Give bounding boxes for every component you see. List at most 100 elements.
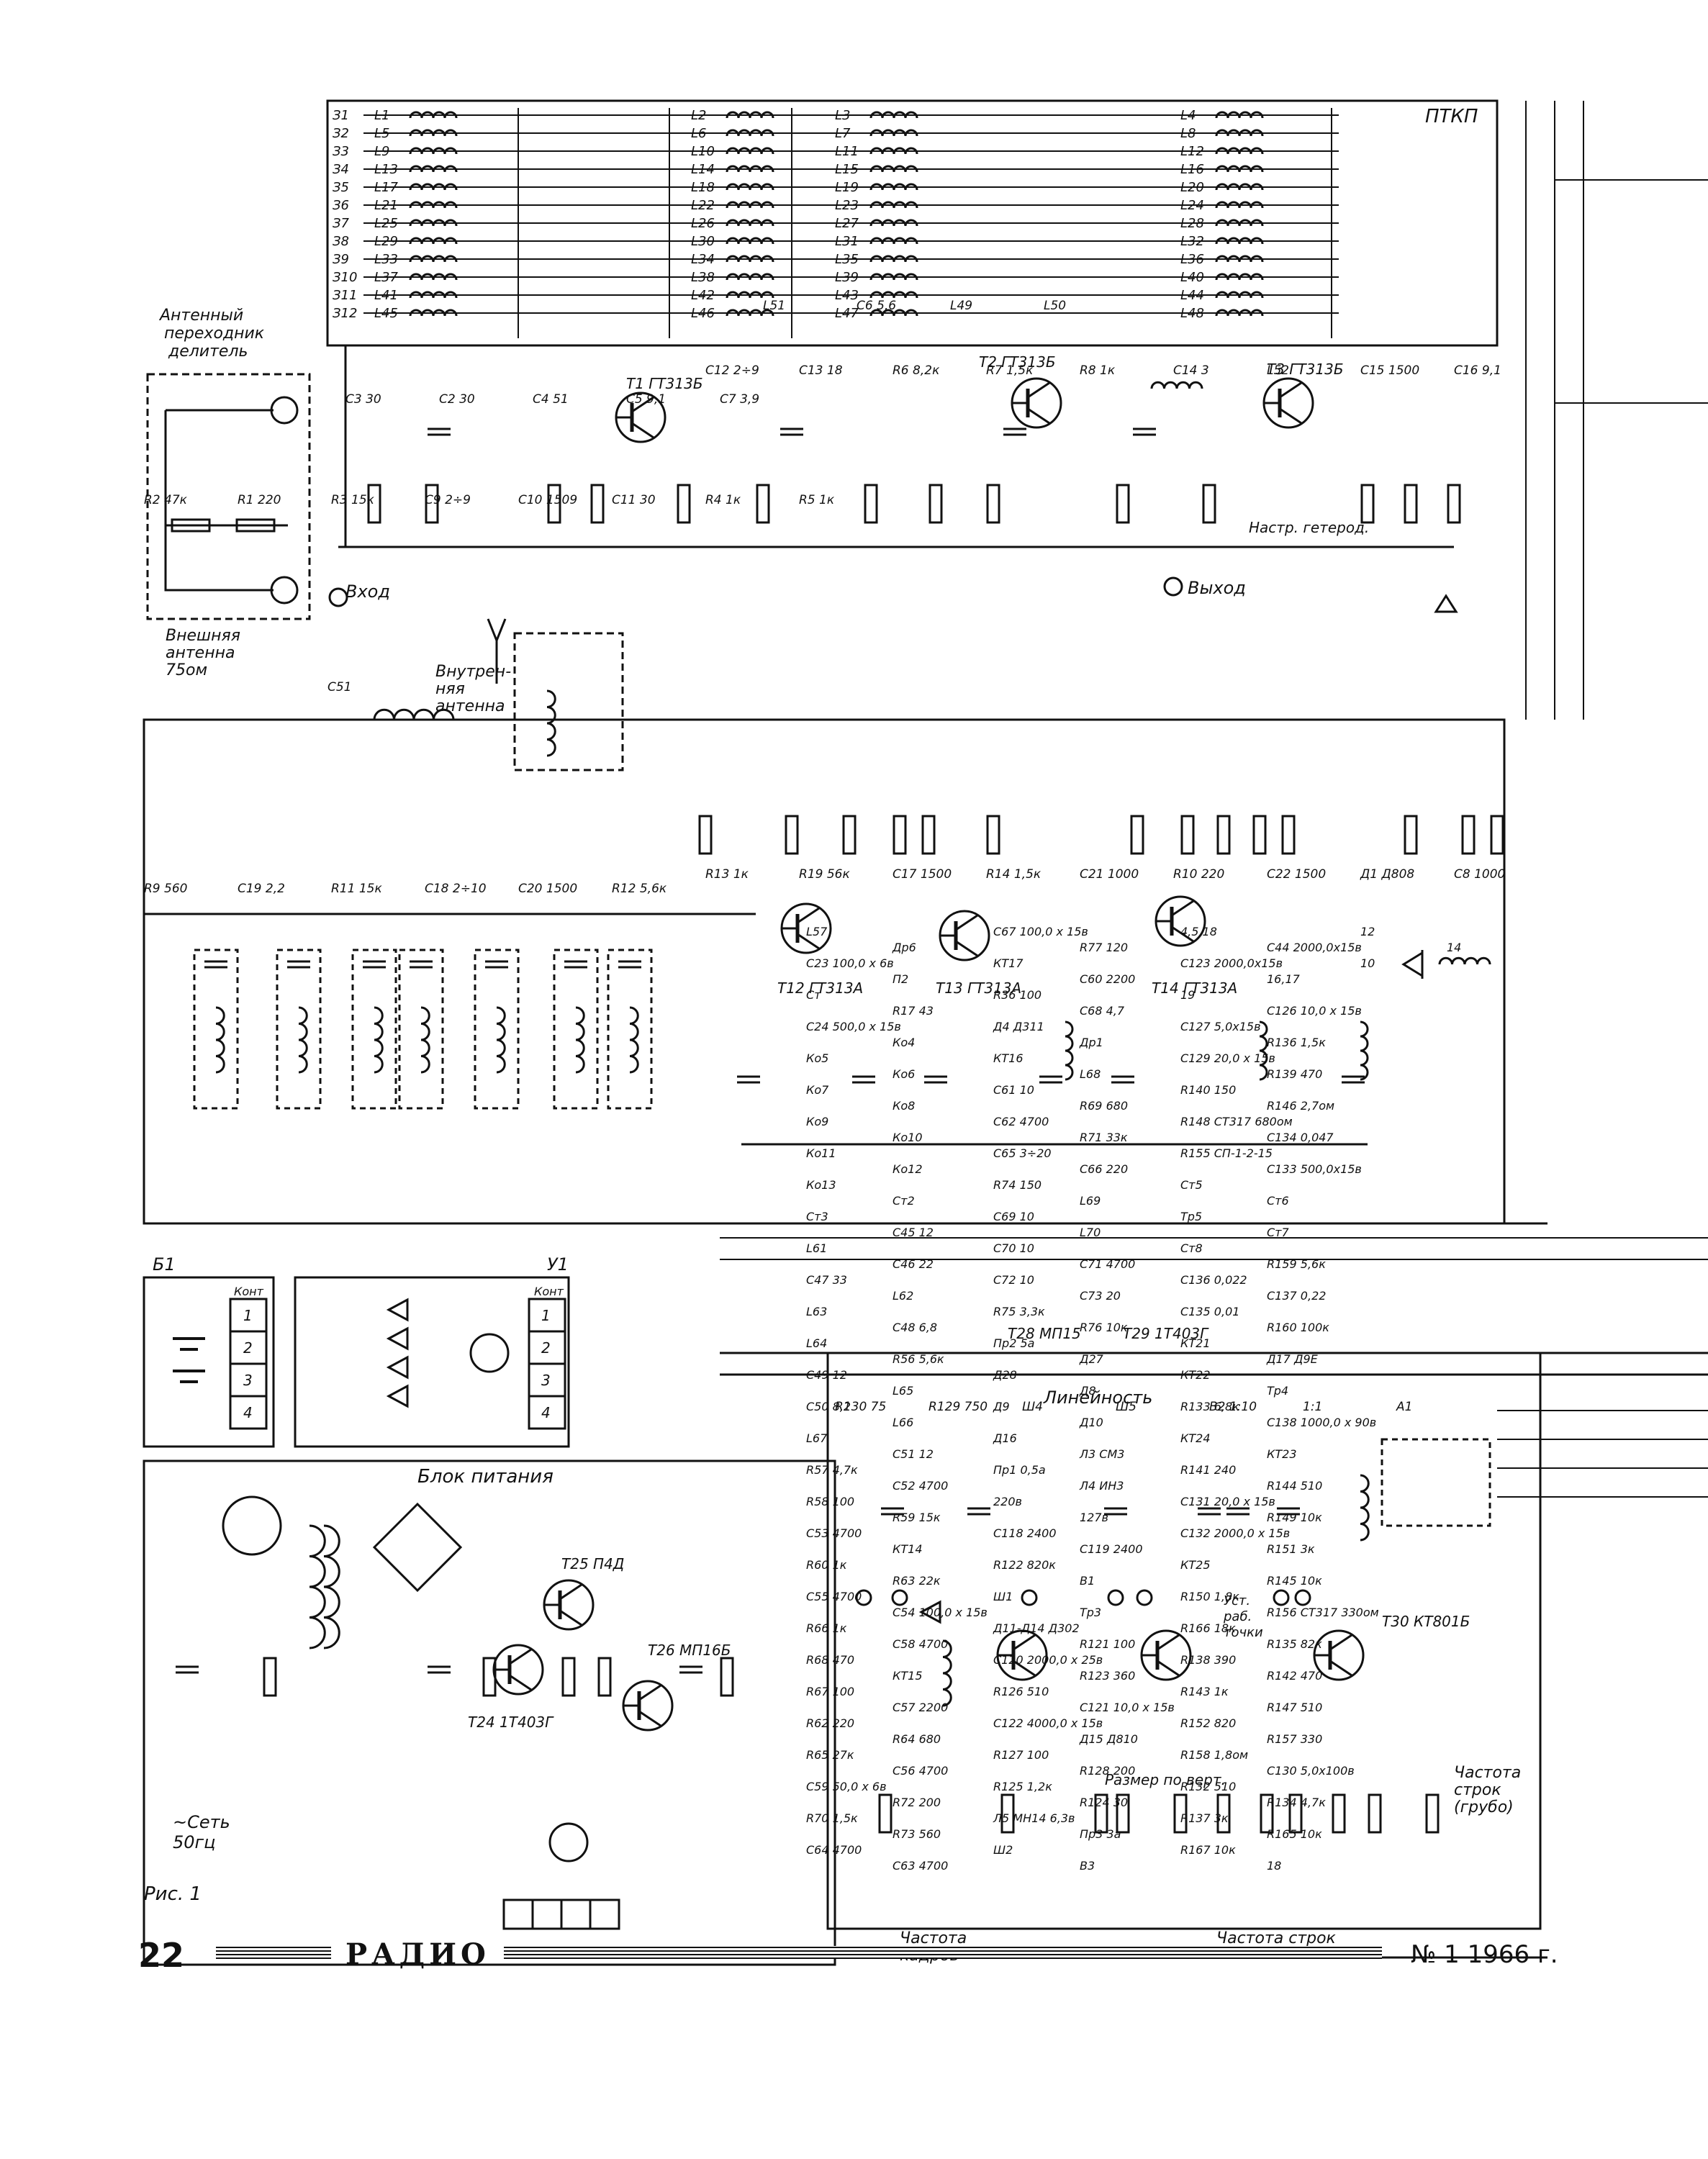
- transistor-label: T2 ГТ313Б: [979, 353, 1056, 371]
- component-label: C62 4700: [993, 1115, 1049, 1128]
- component-label: 18: [1267, 1859, 1281, 1873]
- coil-label: L19: [835, 180, 859, 195]
- component-label: R132 510: [1180, 1780, 1236, 1793]
- filter-coil-icon: [298, 1006, 308, 1074]
- power-supply-title: Блок питания: [417, 1466, 553, 1488]
- filter-section-frame: [607, 949, 653, 1110]
- component-label: C11 30: [612, 493, 656, 507]
- component-label: C52 4700: [893, 1479, 948, 1493]
- resistor: [677, 484, 691, 524]
- component-label: Ст: [806, 988, 821, 1002]
- coil-label: L46: [691, 306, 715, 321]
- component-label: 127в: [1080, 1511, 1108, 1524]
- component-label: КТ21: [1180, 1336, 1211, 1350]
- component-label: Ко13: [806, 1178, 836, 1192]
- rf-choke-icon: [1438, 956, 1491, 965]
- component-label: C123 2000,0х15в: [1180, 956, 1283, 970]
- tuner-coil-icon: [409, 237, 458, 245]
- filter-section-frame: [398, 949, 444, 1110]
- component-label: C8 1000: [1454, 867, 1505, 882]
- component-label: Др6: [892, 941, 916, 954]
- input-jack-icon: [328, 587, 348, 607]
- switch-position-label: З5: [333, 180, 349, 195]
- component-label: C16 9,1: [1454, 363, 1501, 378]
- component-label: C54 100,0 х 15в: [893, 1606, 988, 1619]
- component-label: R134 4,7к: [1267, 1796, 1326, 1809]
- capacitor: [564, 960, 587, 969]
- switch-position-label: З1: [333, 108, 349, 123]
- component-label: R68 470: [806, 1653, 854, 1667]
- coil-label: L34: [691, 252, 715, 267]
- coil-label: L27: [835, 216, 859, 231]
- component-label: Ко4: [893, 1036, 915, 1049]
- component-label: R36 100: [993, 988, 1041, 1002]
- component-label: R145 10к: [1267, 1574, 1322, 1588]
- external-antenna-label: Внешняя: [166, 627, 240, 645]
- component-label: C132 2000,0 х 15в: [1180, 1526, 1290, 1540]
- component-label: R167 10к: [1180, 1843, 1236, 1857]
- antenna-coil-icon: [373, 708, 455, 720]
- component-label: 14: [1447, 941, 1461, 954]
- component-label: Ко10: [893, 1131, 923, 1144]
- b1-label: Б1: [153, 1254, 176, 1275]
- coil-label: L4: [1180, 108, 1196, 123]
- tuner-coil-icon: [1215, 111, 1264, 119]
- component-label: C14 3: [1173, 363, 1209, 378]
- component-label: C23 100,0 х 6в: [806, 956, 894, 970]
- antenna-adapter-label: Антенный: [158, 307, 243, 325]
- component-label: R2 47к: [144, 493, 188, 507]
- component-label: C60 2200: [1080, 972, 1135, 986]
- capacitor: [924, 1075, 947, 1084]
- coil-label: L31: [835, 234, 859, 249]
- diode-icon: [386, 1326, 409, 1351]
- coil-label: L22: [691, 198, 715, 213]
- transistor-label: T12 ГТ313А: [777, 979, 863, 997]
- transistor-t25-icon: [543, 1579, 595, 1631]
- capacitor: [428, 1665, 451, 1674]
- component-label: R7 1,5к: [986, 363, 1034, 378]
- component-label: C13 18: [799, 363, 843, 378]
- component-label: C51 12: [893, 1447, 934, 1461]
- component-label: C66 220: [1080, 1162, 1128, 1176]
- coil-label: L25: [374, 216, 398, 231]
- component-label: R56 5,6к: [893, 1352, 944, 1366]
- component-label: 16,17: [1267, 972, 1301, 986]
- internal-antenna-frame: [513, 632, 624, 771]
- component-label: R59 15к: [893, 1511, 941, 1524]
- component-label: C133 500,0х15в: [1267, 1162, 1362, 1176]
- component-label: C24 500,0 х 15в: [806, 1020, 901, 1033]
- component-label: C73 20: [1080, 1289, 1121, 1303]
- coil-label: L29: [374, 234, 398, 249]
- coil-label: L12: [1180, 144, 1204, 159]
- component-label: C5 9,1: [626, 392, 666, 407]
- coil-label: L10: [691, 144, 715, 159]
- page-number: 22: [138, 1936, 185, 1975]
- filter-coil-icon: [629, 1006, 639, 1074]
- coil-label: L40: [1180, 270, 1204, 285]
- component-label: КТ14: [893, 1542, 923, 1556]
- component-label: L52: [1267, 363, 1289, 378]
- tuner-frame: [326, 99, 1499, 347]
- component-label: L51: [763, 299, 785, 313]
- component-label: R14 1,5к: [986, 867, 1041, 882]
- tuner-coil-icon: [1215, 129, 1264, 137]
- component-label: Л4 ИН3: [1079, 1479, 1124, 1493]
- set-point-label: точки: [1224, 1625, 1263, 1640]
- resistor: [561, 1657, 576, 1697]
- coil-label: L14: [691, 162, 715, 177]
- component-label: C70 10: [993, 1241, 1034, 1255]
- resistor: [864, 484, 878, 524]
- tuner-coil-icon: [409, 273, 458, 281]
- test-point-icon: [1294, 1589, 1311, 1606]
- component-label: R58 100: [806, 1495, 854, 1508]
- coil-label: L5: [374, 126, 389, 141]
- component-label: C18 2÷10: [425, 882, 487, 896]
- switch-position-label: З7: [333, 216, 350, 231]
- resistor: [698, 815, 713, 855]
- switch-position-label: З4: [333, 162, 349, 177]
- filter-section-frame: [193, 949, 239, 1110]
- heterodyne-label: Настр. гетерод.: [1249, 519, 1369, 536]
- component-label: R65 27к: [806, 1748, 854, 1762]
- component-label: В2 1:10: [1209, 1400, 1257, 1414]
- test-point-icon: [891, 1589, 908, 1606]
